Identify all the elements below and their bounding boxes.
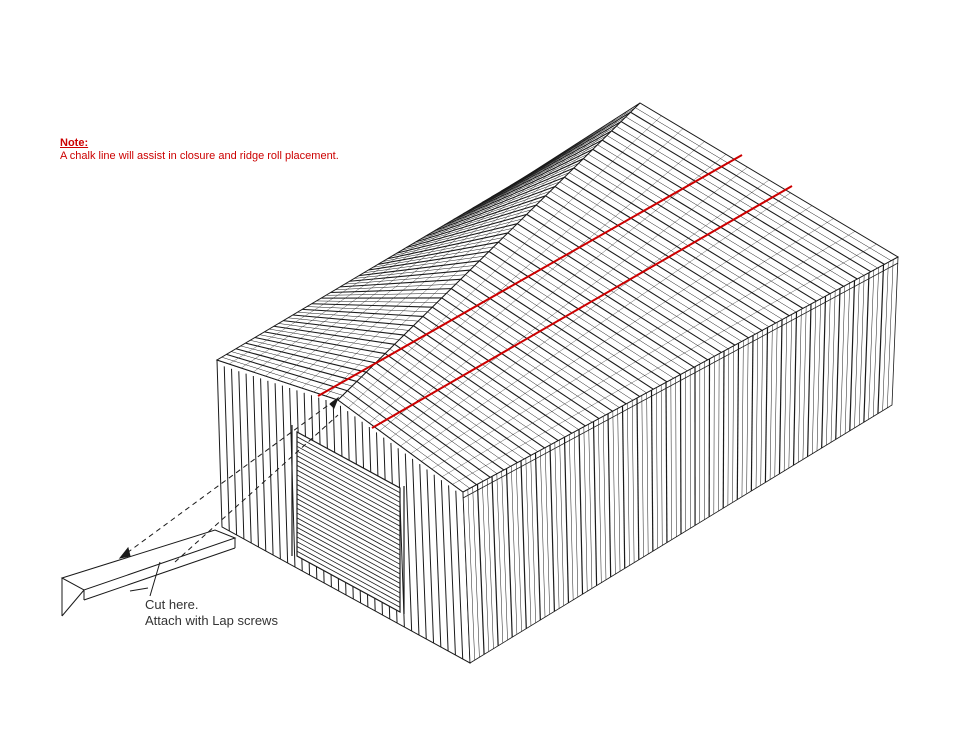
callout-attach-lap-screws: Attach with Lap screws — [145, 613, 278, 629]
chalk-line-note: Note: A chalk line will assist in closur… — [60, 137, 339, 163]
ridge-callout: Cut here. Attach with Lap screws — [145, 597, 278, 629]
note-text: A chalk line will assist in closure and … — [60, 150, 339, 163]
ridge-cap-edge — [62, 590, 84, 616]
note-title: Note: — [60, 137, 339, 150]
callout-pointer — [130, 588, 148, 591]
side-wall-rib — [681, 375, 682, 535]
callout-cut-here: Cut here. — [145, 597, 278, 613]
side-wall-rib — [723, 351, 724, 508]
ridge-cap-piece — [62, 530, 235, 590]
leader-arrowhead — [120, 548, 130, 558]
